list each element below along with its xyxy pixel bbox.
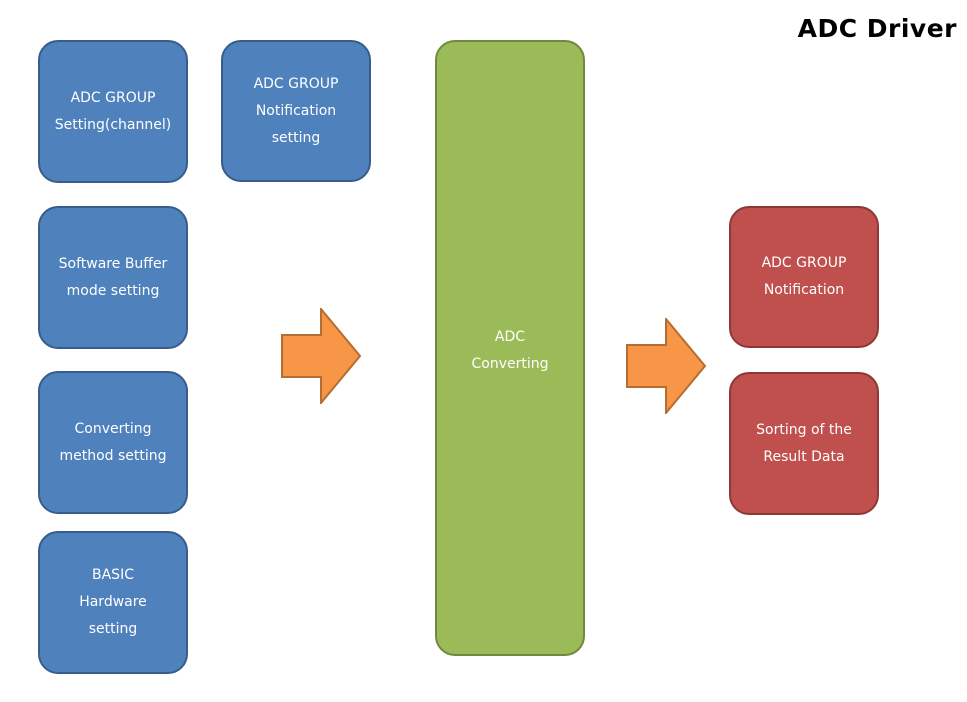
box-label-line: setting bbox=[88, 621, 138, 637]
box-label-line: Setting(channel) bbox=[54, 116, 172, 133]
arrow-shape bbox=[626, 318, 706, 414]
box-label-line: Software Buffer bbox=[58, 255, 168, 272]
box-label-line: ADC GROUP bbox=[761, 255, 847, 271]
adc-group-setting-box: ADC GROUP Setting(channel) bbox=[38, 40, 188, 183]
box-label-line: mode setting bbox=[66, 282, 160, 299]
box-label-line: ADC GROUP bbox=[70, 89, 156, 106]
sorting-result-data-box: Sorting of the Result Data bbox=[729, 372, 879, 515]
software-buffer-mode-box: Software Buffer mode setting bbox=[38, 206, 188, 349]
box-label-line: Sorting of the bbox=[756, 421, 852, 438]
adc-converting-box: ADC Converting bbox=[435, 40, 585, 656]
box-label-line: Notification bbox=[763, 282, 845, 298]
right-arrow-icon bbox=[281, 308, 361, 404]
box-label-line: Notification bbox=[255, 102, 337, 119]
arrow-shape bbox=[281, 308, 361, 404]
adc-group-notification-box: ADC GROUP Notification bbox=[729, 206, 879, 348]
box-label-line: Result Data bbox=[763, 448, 845, 465]
adc-group-notification-setting-box: ADC GROUP Notification setting bbox=[221, 40, 371, 182]
basic-hardware-setting-box: BASIC Hardware setting bbox=[38, 531, 188, 674]
box-label-line: method setting bbox=[59, 447, 167, 464]
box-label-line: Converting bbox=[74, 420, 152, 437]
box-label-line: Converting bbox=[471, 356, 549, 372]
box-label-line: ADC GROUP bbox=[253, 75, 339, 92]
diagram-title: ADC Driver bbox=[797, 14, 957, 43]
box-label-line: Hardware bbox=[79, 594, 147, 610]
box-label-line: BASIC bbox=[92, 567, 134, 583]
box-label-line: ADC bbox=[494, 329, 526, 345]
right-arrow-icon bbox=[626, 318, 706, 414]
converting-method-box: Converting method setting bbox=[38, 371, 188, 514]
box-label-line: setting bbox=[271, 129, 321, 146]
